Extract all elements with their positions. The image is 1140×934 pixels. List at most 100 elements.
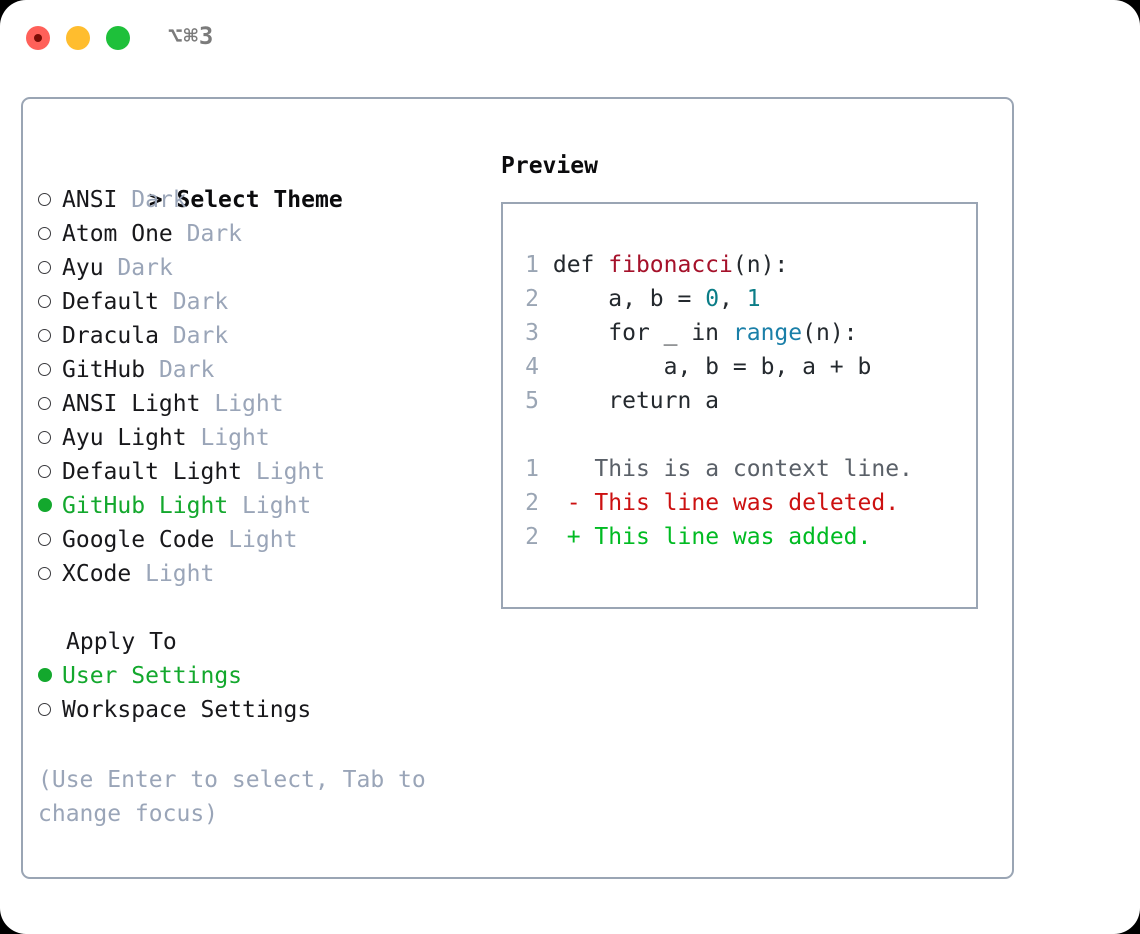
radio-empty-icon[interactable]: [38, 353, 62, 387]
radio-selected-icon[interactable]: [38, 489, 62, 523]
code-token: def: [552, 252, 609, 278]
theme-variant-tag: Light: [242, 493, 312, 519]
code-diff-separator: [517, 418, 913, 452]
radio-empty-icon[interactable]: [38, 455, 62, 489]
marker-space: [581, 456, 595, 482]
theme-name: GitHub: [62, 357, 146, 383]
line-number: 4: [525, 354, 539, 380]
radio-dot: [38, 295, 51, 308]
list-spacer: [38, 591, 468, 625]
theme-name: XCode: [62, 561, 132, 587]
code-token: for _ in: [552, 320, 733, 346]
theme-variant-tag: Dark: [117, 255, 173, 281]
apply-to-item[interactable]: User Settings: [38, 659, 468, 693]
radio-empty-icon[interactable]: [38, 523, 62, 557]
diff-text: This line was added.: [594, 524, 872, 550]
radio-empty-icon[interactable]: [38, 693, 62, 727]
theme-list-item[interactable]: GitHub Light Light: [38, 489, 468, 523]
text-space: [131, 561, 145, 587]
radio-empty-icon[interactable]: [38, 217, 62, 251]
radio-empty-icon[interactable]: [38, 285, 62, 319]
gutter-space: [539, 388, 553, 414]
gutter-space: [539, 286, 553, 312]
select-theme-heading: > Select Theme: [38, 149, 468, 213]
close-button[interactable]: [26, 26, 50, 50]
theme-list-item[interactable]: Default Light Light: [38, 455, 468, 489]
apply-to-label: User Settings: [62, 663, 243, 689]
text-space: [228, 493, 242, 519]
radio-selected-icon[interactable]: [38, 659, 62, 693]
apply-to-item[interactable]: Workspace Settings: [38, 693, 468, 727]
radio-empty-icon[interactable]: [38, 251, 62, 285]
radio-empty-icon[interactable]: [38, 421, 62, 455]
theme-list-item[interactable]: Atom One Dark: [38, 217, 468, 251]
theme-list-item[interactable]: Ayu Light Light: [38, 421, 468, 455]
apply-to-label: Workspace Settings: [62, 697, 312, 723]
code-token: fibonacci: [608, 252, 733, 278]
gutter-space: [539, 252, 553, 278]
theme-list-item[interactable]: Google Code Light: [38, 523, 468, 557]
theme-variant-tag: Dark: [186, 221, 243, 247]
theme-list-item[interactable]: ANSI Light Light: [38, 387, 468, 421]
text-space: [117, 187, 131, 213]
radio-dot: [38, 329, 51, 342]
theme-variant-tag: Light: [145, 561, 215, 587]
theme-variant-tag: Light: [214, 391, 284, 417]
radio-empty-icon[interactable]: [38, 557, 62, 591]
code-token: 1: [746, 286, 761, 312]
radio-dot: [38, 193, 51, 206]
theme-variant-tag: Light: [228, 527, 298, 553]
theme-name: Default: [62, 289, 159, 315]
theme-name: Atom One: [62, 221, 173, 247]
radio-dot: [38, 227, 51, 240]
theme-list-item[interactable]: Dracula Dark: [38, 319, 468, 353]
code-line: 1 def fibonacci(n):: [517, 248, 913, 282]
theme-variant-tag: Dark: [158, 357, 215, 383]
code-line: 5 return a: [517, 384, 913, 418]
diff-line: 2 - This line was deleted.: [517, 486, 913, 520]
code-token: 0: [705, 286, 720, 312]
diff-line: 1 This is a context line.: [517, 452, 913, 486]
code-token: return a: [552, 388, 720, 414]
line-number: 2: [525, 286, 539, 312]
theme-list-item[interactable]: Default Dark: [38, 285, 468, 319]
diff-text: This is a context line.: [594, 456, 913, 482]
gutter-space: [539, 354, 553, 380]
preview-pane: Preview 1 def fibonacci(n):2 a, b = 0, 1…: [501, 149, 991, 609]
theme-list-item[interactable]: XCode Light: [38, 557, 468, 591]
theme-name: Ayu Light: [62, 425, 187, 451]
radio-empty-icon[interactable]: [38, 387, 62, 421]
text-space: [242, 459, 256, 485]
theme-name: ANSI Light: [62, 391, 201, 417]
radio-dot: [38, 261, 51, 274]
radio-dot: [38, 703, 51, 716]
code-token: a, b = b, a + b: [552, 354, 872, 380]
window-titlebar: ⌥⌘3: [0, 0, 1140, 78]
window-title: ⌥⌘3: [168, 22, 215, 50]
radio-dot: [38, 498, 52, 512]
radio-empty-icon[interactable]: [38, 183, 62, 217]
diff-marker: [567, 456, 581, 482]
theme-name: Dracula: [62, 323, 159, 349]
apply-to-heading: Apply To: [66, 629, 177, 655]
gutter-space: [539, 490, 567, 516]
text-space: [104, 255, 118, 281]
theme-list-item[interactable]: ANSI Dark: [38, 183, 468, 217]
theme-list-item[interactable]: Ayu Dark: [38, 251, 468, 285]
text-space: [214, 527, 228, 553]
radio-dot: [38, 465, 51, 478]
radio-dot: [38, 567, 51, 580]
text-space: [145, 357, 159, 383]
minimize-button[interactable]: [66, 26, 90, 50]
theme-variant-tag: Dark: [172, 323, 229, 349]
radio-empty-icon[interactable]: [38, 319, 62, 353]
code-line: 2 a, b = 0, 1: [517, 282, 913, 316]
maximize-button[interactable]: [106, 26, 130, 50]
theme-name: Ayu: [62, 255, 104, 281]
code-token: (n):: [732, 252, 789, 278]
theme-name: Default Light: [62, 459, 243, 485]
theme-list-item[interactable]: GitHub Dark: [38, 353, 468, 387]
line-number: 2: [525, 490, 539, 516]
